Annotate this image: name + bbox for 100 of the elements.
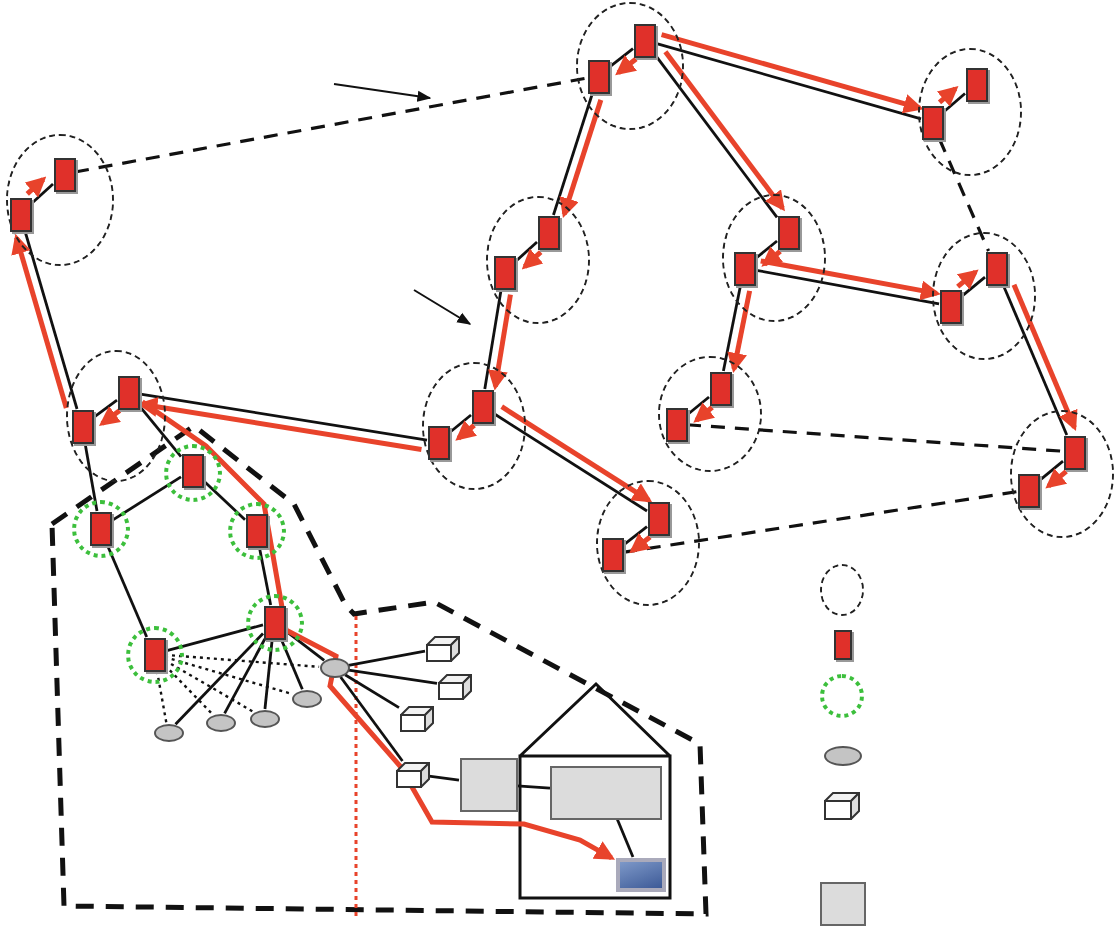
link-line: [202, 479, 246, 521]
link-line: [938, 138, 990, 252]
device-cube: [399, 705, 433, 731]
link-line: [608, 47, 634, 69]
link-line: [83, 442, 99, 512]
link-line: [164, 664, 214, 716]
router-box: [1063, 435, 1085, 469]
cluster-circle: [66, 350, 166, 482]
link-line: [174, 632, 264, 726]
device-cube: [395, 761, 429, 787]
route-arrow: [761, 246, 784, 267]
link-line: [263, 638, 274, 710]
link-line: [110, 475, 182, 523]
router-box: [633, 23, 655, 57]
route-arrow: [615, 55, 638, 76]
router-box: [1017, 473, 1039, 507]
link-line: [74, 76, 588, 174]
route-arrow: [488, 294, 513, 391]
router-box: [647, 501, 669, 535]
link-line: [615, 818, 635, 858]
router-box: [709, 371, 731, 405]
route-arrow: [936, 85, 959, 107]
link-line: [552, 92, 594, 216]
router-box: [985, 251, 1007, 285]
route-arrow: [1011, 283, 1078, 432]
router-box: [833, 629, 851, 659]
link-line: [257, 546, 273, 606]
link-line: [448, 413, 472, 435]
route-arrow: [24, 176, 47, 198]
link-line: [106, 544, 148, 638]
cluster-circle: [422, 362, 526, 490]
link-line: [284, 629, 325, 662]
link-line: [339, 676, 404, 762]
router-box: [733, 251, 755, 285]
route-arrow: [11, 233, 69, 409]
router-box: [245, 513, 267, 547]
router-box: [939, 289, 961, 323]
link-line: [30, 182, 54, 206]
link-line: [92, 399, 118, 419]
link-line: [754, 239, 778, 261]
link-line: [348, 649, 426, 667]
link-line: [138, 392, 428, 442]
router-box: [493, 255, 515, 289]
route-arrow: [1045, 468, 1068, 489]
gateway-box: [819, 882, 865, 926]
link-line: [516, 784, 551, 790]
router-box: [89, 511, 111, 545]
device-cube: [425, 635, 459, 661]
cluster-circle: [486, 196, 590, 324]
link-line: [348, 668, 438, 685]
router-box: [427, 425, 449, 459]
route-arrow: [455, 420, 478, 441]
link-line: [686, 395, 710, 417]
route-arrow: [559, 99, 604, 219]
router-box: [471, 389, 493, 423]
link-line: [1001, 284, 1069, 436]
host-ellipse: [249, 709, 279, 727]
cluster-circle: [1010, 410, 1114, 538]
router-box: [777, 215, 799, 249]
route-arrow: [956, 269, 979, 290]
router-box: [965, 67, 987, 101]
router-box: [9, 197, 31, 231]
host-ellipse: [205, 713, 235, 731]
router-box: [587, 59, 609, 93]
link-line: [164, 623, 264, 653]
route-arrow: [521, 248, 544, 270]
link-line: [622, 525, 648, 547]
router-box: [53, 157, 75, 191]
link-line: [960, 276, 986, 298]
device-cube: [437, 673, 471, 699]
host-ellipse: [291, 689, 321, 707]
router-box: [71, 409, 93, 443]
route-arrow: [629, 533, 652, 554]
router-box: [601, 537, 623, 571]
link-line: [686, 423, 1064, 453]
cluster-circle: [722, 194, 826, 322]
route-arrow: [727, 290, 753, 373]
link-line: [23, 230, 79, 410]
router-box: [117, 375, 139, 409]
link-line: [137, 404, 183, 458]
cluster-circle: [576, 2, 684, 130]
router-box: [921, 105, 943, 139]
dotted-ring: [820, 674, 864, 718]
link-line: [1038, 460, 1064, 482]
link-line: [622, 490, 1018, 554]
dotted-ring: [71, 499, 129, 557]
cluster-circle: [820, 564, 864, 616]
cluster-circle: [6, 134, 114, 266]
route-arrow: [140, 399, 615, 861]
link-line: [754, 268, 940, 306]
device-cube: [824, 792, 860, 820]
route-arrow: [137, 396, 422, 452]
router-box: [181, 453, 203, 487]
cluster-circle: [658, 356, 762, 472]
link-line: [722, 284, 742, 372]
gateway-box: [459, 757, 517, 811]
dotted-ring: [227, 501, 285, 559]
route-arrow: [760, 258, 941, 301]
link-line: [279, 638, 304, 690]
router-box: [263, 605, 285, 639]
